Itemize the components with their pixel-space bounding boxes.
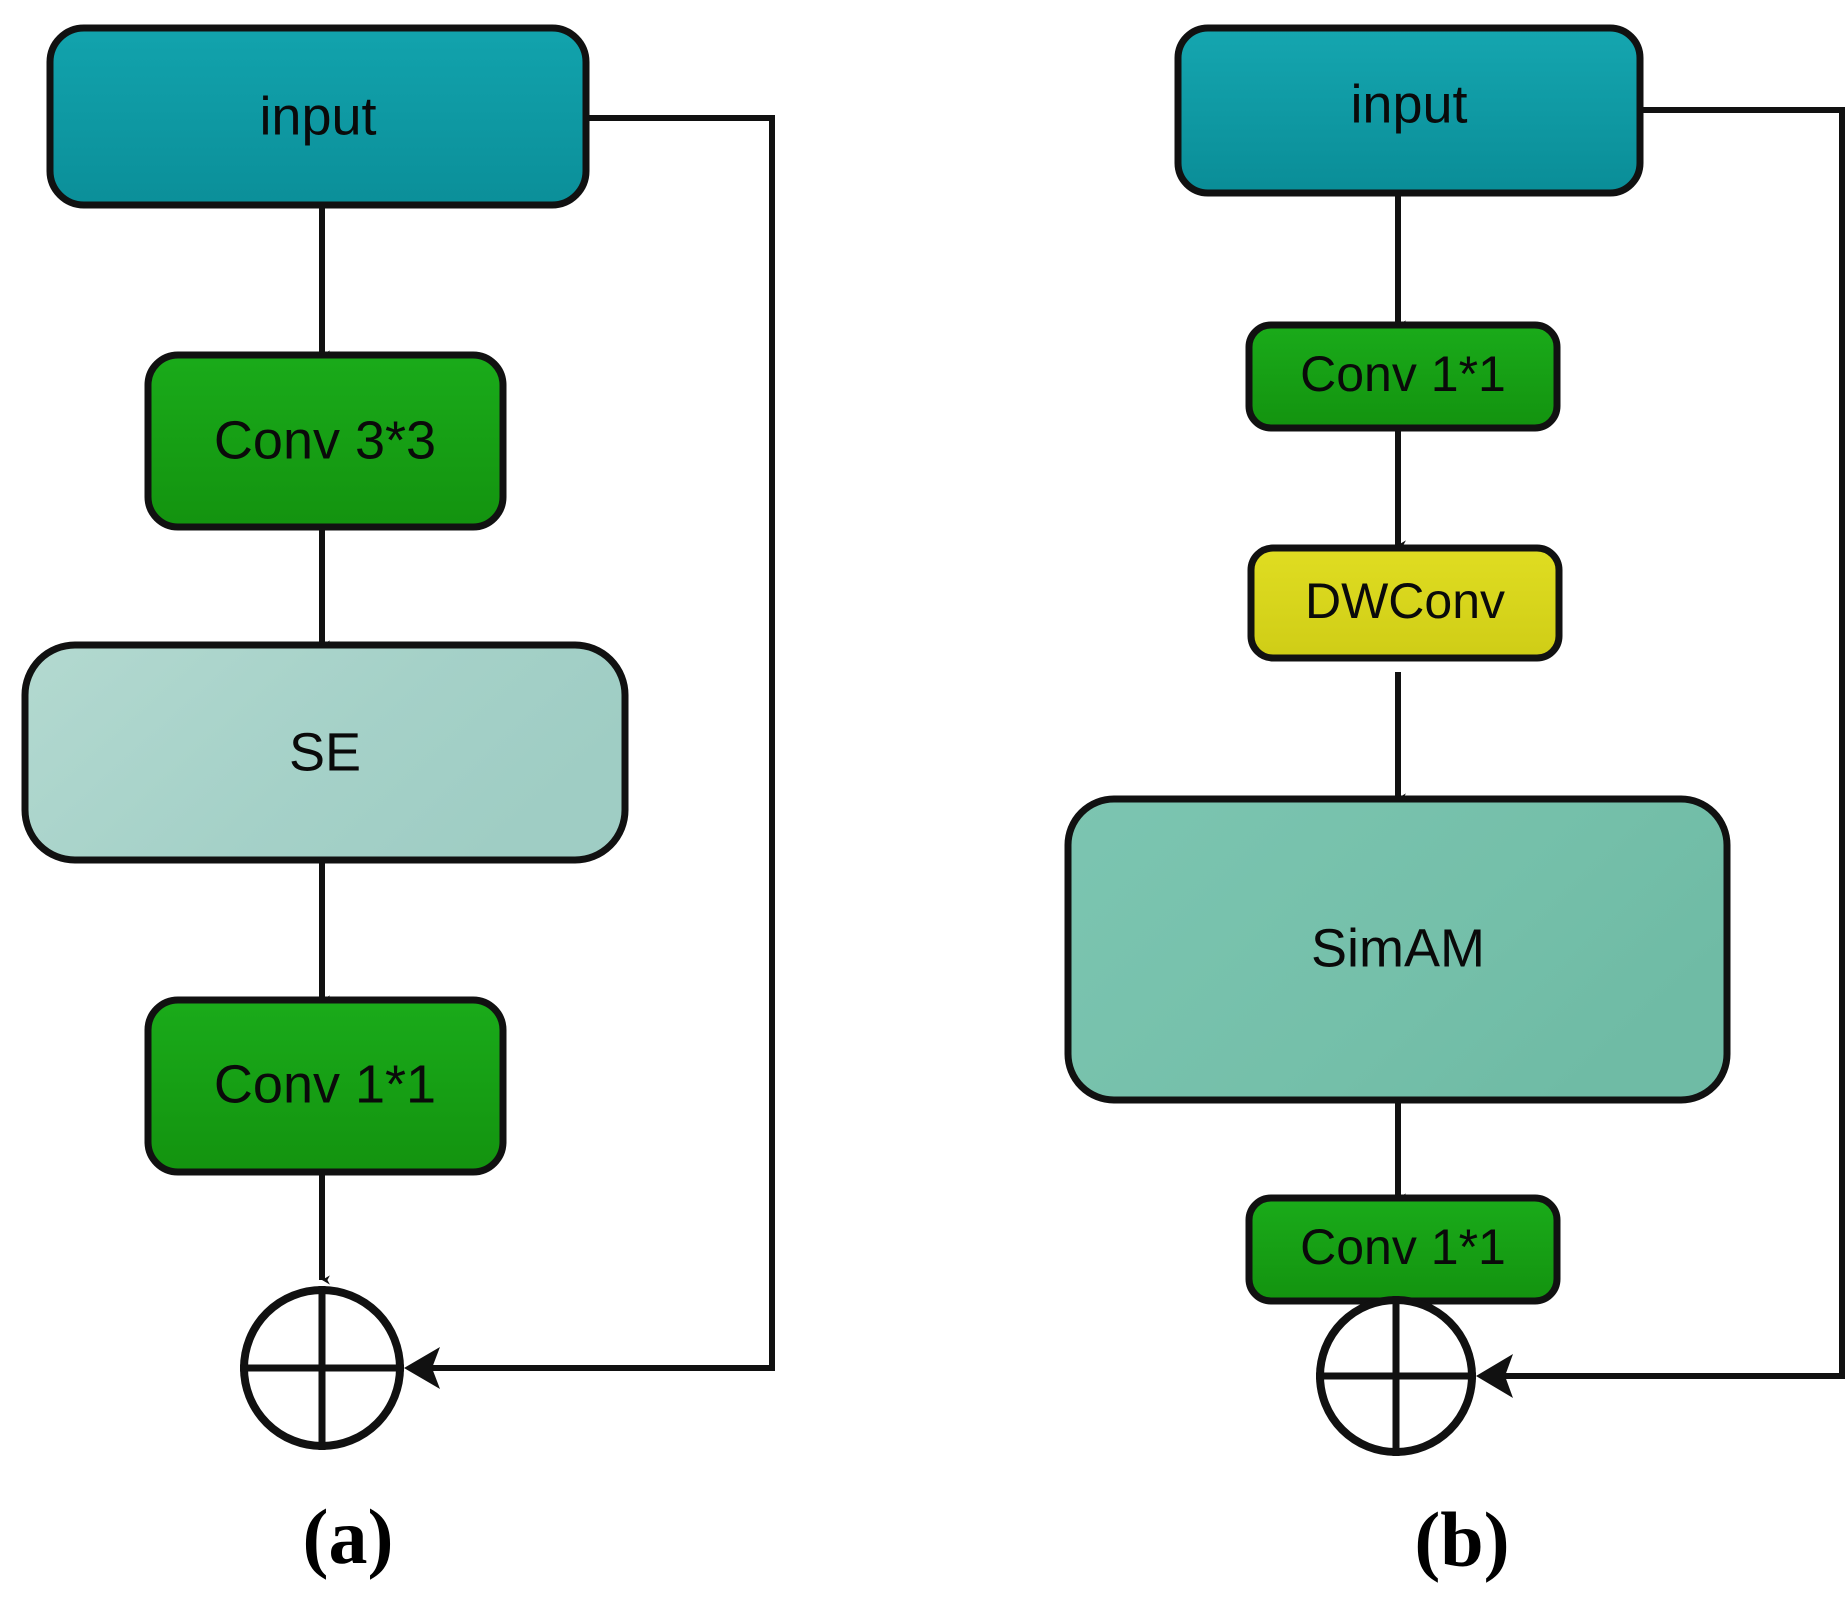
node-se-shape	[21, 641, 629, 864]
node-dwconv-shape	[1247, 544, 1563, 662]
node-input-a-label: input	[259, 86, 376, 146]
node-input-b-shape	[1174, 24, 1644, 197]
residual-arrowhead-b	[1476, 1354, 1513, 1398]
node-input-b-label: input	[1350, 74, 1467, 134]
node-sum-a[interactable]	[240, 1286, 404, 1450]
node-input-b[interactable]: input	[1174, 24, 1644, 197]
residual-skip-path-a	[424, 115, 775, 1371]
node-conv11-b1-label: Conv 1*1	[1300, 346, 1506, 402]
node-conv11-b1-shape	[1245, 321, 1561, 432]
node-sum-b[interactable]	[1316, 1296, 1476, 1456]
node-simam-shape	[1064, 795, 1731, 1104]
node-conv11-b1[interactable]: Conv 1*1	[1245, 321, 1561, 432]
panel-a: input Conv 3*3 SE Conv 1*1	[21, 24, 775, 1580]
node-conv33[interactable]: Conv 3*3	[144, 351, 507, 531]
node-dwconv-label: DWConv	[1305, 573, 1505, 629]
node-conv33-label: Conv 3*3	[214, 410, 436, 470]
node-se[interactable]: SE	[21, 641, 629, 864]
node-input-a-shape	[46, 24, 590, 209]
residual-arrowhead-a	[404, 1347, 440, 1389]
node-simam-label: SimAM	[1311, 918, 1485, 978]
node-conv11-b2-label: Conv 1*1	[1300, 1219, 1506, 1275]
panel-caption-a: (a)	[303, 1493, 394, 1580]
node-conv33-shape	[144, 351, 507, 531]
node-conv11-a[interactable]: Conv 1*1	[144, 996, 507, 1176]
residual-skip-path-b	[1498, 107, 1845, 1379]
node-simam[interactable]: SimAM	[1064, 795, 1731, 1104]
panel-b: input Conv 1*1 DWConv SimAM Conv 1*1	[1064, 24, 1845, 1583]
node-conv11-a-label: Conv 1*1	[214, 1054, 436, 1114]
node-conv11-a-shape	[144, 996, 507, 1176]
node-dwconv[interactable]: DWConv	[1247, 544, 1563, 662]
panel-caption-b: (b)	[1414, 1496, 1509, 1583]
node-se-label: SE	[289, 722, 361, 782]
node-conv11-b2[interactable]: Conv 1*1	[1245, 1194, 1561, 1305]
node-input-a[interactable]: input	[46, 24, 590, 209]
